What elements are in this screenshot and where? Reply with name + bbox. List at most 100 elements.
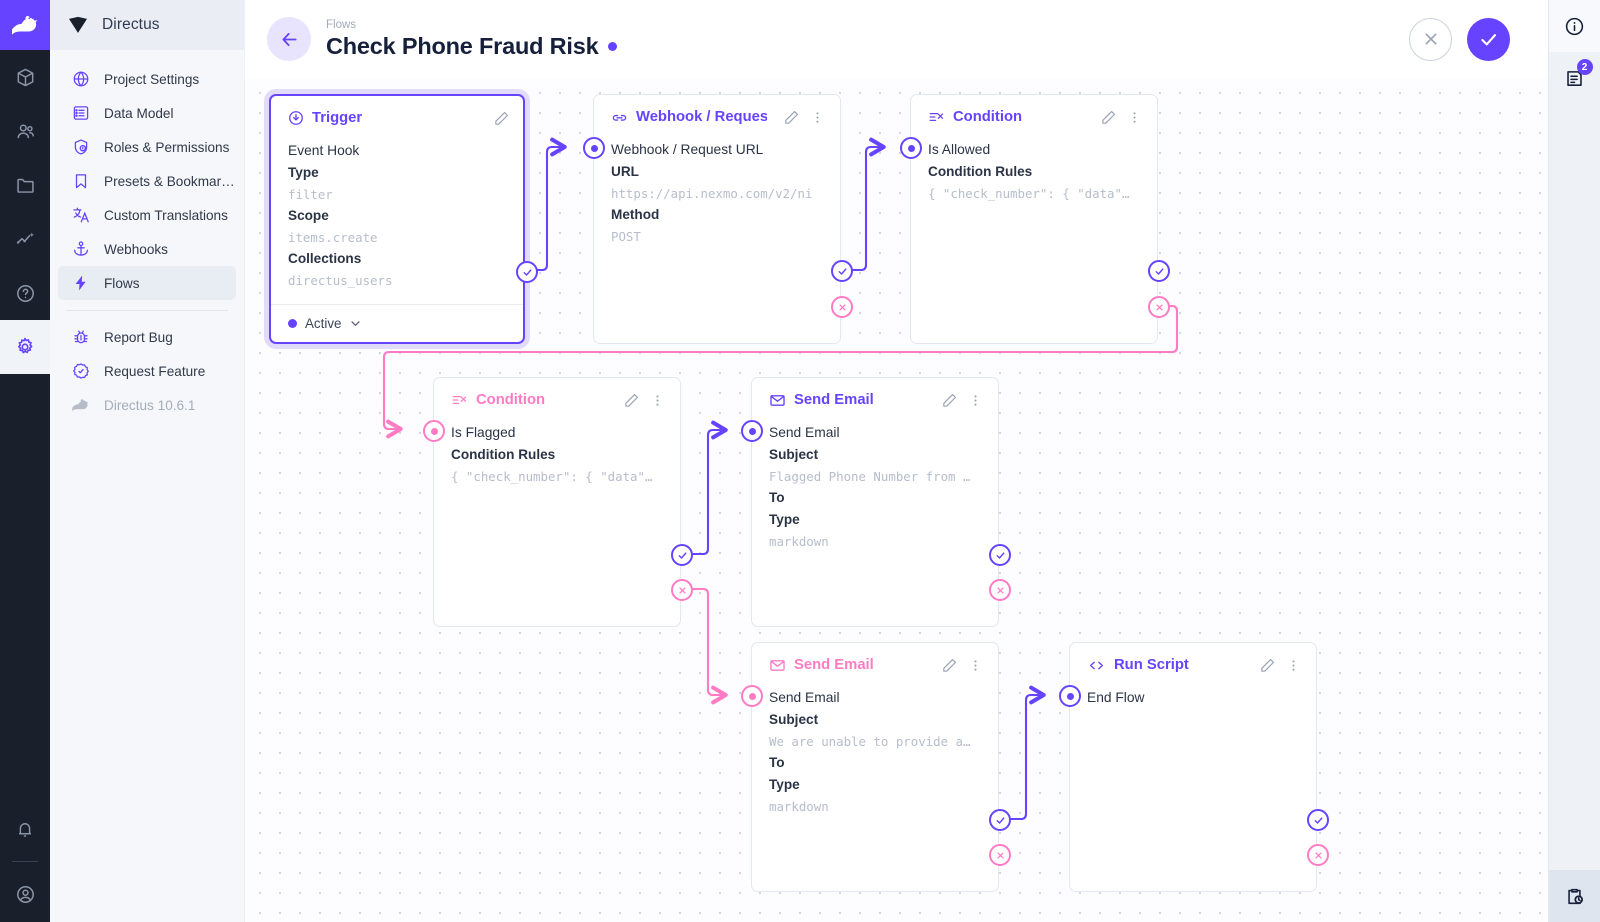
node-input-port[interactable] [900,137,922,159]
sidebar-item-presets-bookmarks[interactable]: Presets & Bookmar… [58,164,236,198]
node-reject-port[interactable] [671,579,693,601]
sidebar-item-label: Request Feature [104,363,206,379]
sidebar-item-label: Data Model [104,105,174,121]
edit-node-icon[interactable] [941,392,958,409]
node-body: End Flow [1070,687,1316,708]
sidebar-item-data-model[interactable]: Data Model [58,96,236,130]
sidebar-item-request-feature[interactable]: Request Feature [58,354,236,388]
edit-node-icon[interactable] [783,109,800,126]
node-input-port[interactable] [741,685,763,707]
node-name: Event Hook [288,143,360,158]
node-input-port[interactable] [583,137,605,159]
flow-node-webhook[interactable]: Webhook / Request U Webhook / Request UR… [583,94,853,344]
node-resolve-port[interactable] [989,809,1011,831]
check-icon [838,267,846,275]
node-type-label: Webhook / Request U [611,109,767,126]
node-reject-port[interactable] [989,579,1011,601]
node-name: Is Flagged [451,425,516,440]
flow-node-send-email-flagged[interactable]: Send Email Send Email Subject Flagged Ph… [741,377,1011,627]
rail-item-users[interactable] [0,104,50,158]
edit-node-icon[interactable] [1100,109,1117,126]
sidebar-item-roles-permissions[interactable]: Roles & Permissions [58,130,236,164]
node-header: Send Email [752,643,998,687]
condition-icon [928,109,945,125]
user-circle-icon[interactable] [0,866,50,922]
node-reject-port[interactable] [989,844,1011,866]
node-type-label: Condition [451,392,545,408]
node-input-port[interactable] [423,420,445,442]
node-reject-port[interactable] [1307,844,1329,866]
sidebar-version: Directus 10.6.1 [58,388,236,422]
close-icon [996,586,1004,594]
node-resolve-port[interactable] [671,544,693,566]
rail-item-settings[interactable] [0,320,50,374]
node-menu-icon[interactable] [648,393,667,408]
bell-icon[interactable] [0,803,50,857]
node-resolve-port[interactable] [1307,809,1329,831]
node-menu-icon[interactable] [808,110,827,125]
back-button[interactable] [267,17,311,61]
breadcrumb[interactable]: Flows [326,19,357,31]
node-header: Webhook / Request U [594,95,840,139]
field-value: https://api.nexmo.com/v2/ni [611,186,813,201]
list-box-icon [71,104,90,123]
rail-item-docs[interactable] [0,266,50,320]
flow-logs-button[interactable]: 2 [1549,52,1600,104]
anchor-icon [71,240,90,259]
node-name: End Flow [1087,690,1145,705]
node-resolve-port[interactable] [516,261,538,283]
trigger-icon [288,110,304,126]
field-label: Collections [288,251,362,266]
node-menu-icon[interactable] [966,393,985,408]
sidebar-item-label: Webhooks [104,241,168,257]
sidebar-item-custom-translations[interactable]: Custom Translations [58,198,236,232]
flow-node-condition-allowed[interactable]: Condition Is Allowed Condition Rules { "… [900,94,1170,344]
close-icon [678,586,686,594]
sidebar-item-report-bug[interactable]: Report Bug [58,320,236,354]
sidebar-item-flows[interactable]: Flows [58,266,236,300]
sidebar-item-project-settings[interactable]: Project Settings [58,62,236,96]
activity-log-button[interactable] [1548,870,1600,922]
flow-node-run-script[interactable]: Run Script End Flow [1059,642,1329,892]
edit-node-icon[interactable] [493,110,510,127]
node-input-port[interactable] [741,420,763,442]
node-resolve-port[interactable] [831,260,853,282]
node-header: Run Script [1070,643,1316,687]
flow-editor: Flows Check Phone Fraud Risk [245,0,1548,922]
edit-node-icon[interactable] [623,392,640,409]
field-label: URL [611,164,639,179]
field-value: markdown [769,799,829,814]
edit-node-icon[interactable] [1259,657,1276,674]
node-name: Send Email [769,690,840,705]
flow-node-condition-flagged[interactable]: Condition Is Flagged Condition Rules { "… [423,377,693,627]
node-reject-port[interactable] [1148,296,1170,318]
node-menu-icon[interactable] [1125,110,1144,125]
save-button[interactable] [1467,17,1510,61]
directus-rabbit-logo[interactable] [0,0,50,50]
node-resolve-port[interactable] [989,544,1011,566]
rail-item-insights[interactable] [0,212,50,266]
flow-node-trigger[interactable]: Trigger Event Hook Type filter Scope ite… [269,94,538,344]
node-reject-port[interactable] [831,296,853,318]
node-body: Is Flagged Condition Rules { "check_numb… [434,422,680,487]
sidebar-item-label: Report Bug [104,329,173,345]
node-input-port[interactable] [1059,685,1081,707]
info-circle-icon[interactable] [1548,0,1600,52]
close-icon [1314,851,1322,859]
node-resolve-port[interactable] [1148,260,1170,282]
sidebar-item-label: Presets & Bookmar… [104,173,235,189]
sidebar-item-webhooks[interactable]: Webhooks [58,232,236,266]
node-name: Webhook / Request URL [611,142,764,157]
trigger-status-dropdown[interactable]: Active [271,304,523,342]
cancel-button[interactable] [1409,17,1452,61]
node-menu-icon[interactable] [1284,658,1303,673]
status-badge [608,42,618,51]
rail-item-files[interactable] [0,158,50,212]
rail-item-content[interactable] [0,50,50,104]
flow-node-send-email-unable[interactable]: Send Email Send Email Subject We are una… [741,642,1011,892]
node-type-label: Run Script [1087,657,1189,674]
edit-node-icon[interactable] [941,657,958,674]
node-menu-icon[interactable] [966,658,985,673]
check-icon [996,816,1004,824]
node-body: Send Email Subject Flagged Phone Number … [752,422,998,552]
